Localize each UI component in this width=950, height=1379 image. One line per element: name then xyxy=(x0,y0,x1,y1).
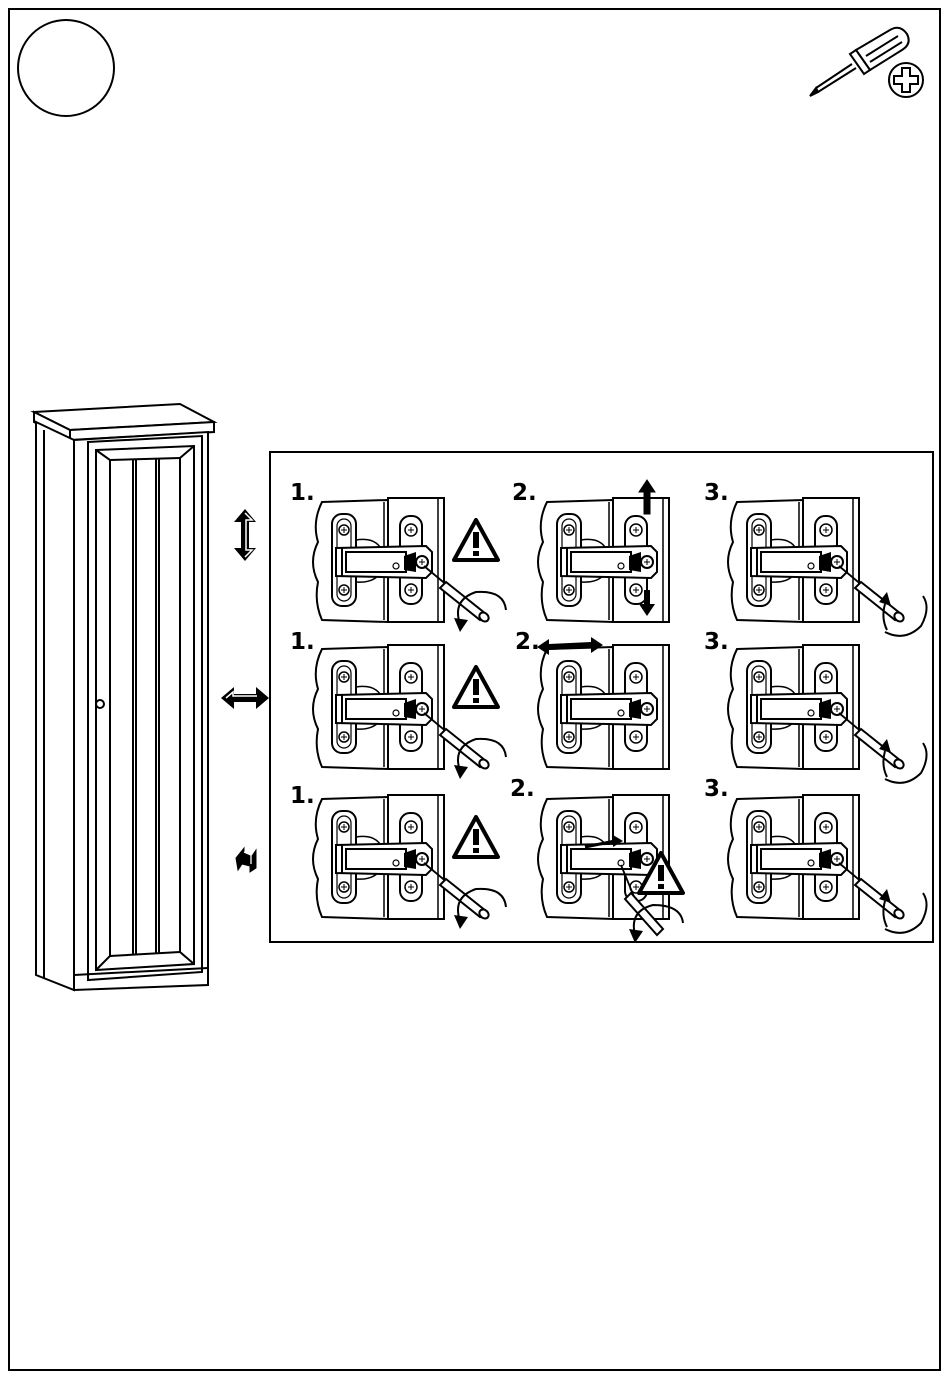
cabinet-illustration xyxy=(30,400,220,995)
vertical-double-arrow-icon xyxy=(233,508,257,562)
step-label: 1. xyxy=(290,785,315,808)
hinge-horizontal-step-1-illustration xyxy=(300,625,520,785)
warning-icon xyxy=(454,520,498,560)
step-label: 2. xyxy=(512,482,537,505)
step-label: 3. xyxy=(704,482,729,505)
phillips-screwdriver-icon xyxy=(808,22,933,102)
warning-icon xyxy=(454,667,498,707)
step-label: 1. xyxy=(290,482,315,505)
step-label: 2. xyxy=(515,631,540,654)
hinge-horizontal-step-3-illustration xyxy=(715,625,935,785)
hinge-vertical-step-3-illustration xyxy=(715,478,935,638)
step-label: 3. xyxy=(704,778,729,801)
hinge-depth-step-3-illustration xyxy=(715,775,935,935)
hinge-depth-step-1-illustration xyxy=(300,775,520,935)
step-label: 2. xyxy=(510,778,535,801)
depth-arrow-icon xyxy=(234,846,258,874)
phillips-head-icon xyxy=(889,63,923,97)
step-label: 1. xyxy=(290,631,315,654)
step-label: 3. xyxy=(704,631,729,654)
horizontal-double-arrow-icon xyxy=(220,686,270,710)
step-number-circle xyxy=(17,19,115,117)
hinge-vertical-step-1-illustration xyxy=(300,478,520,638)
warning-icon xyxy=(454,817,498,857)
